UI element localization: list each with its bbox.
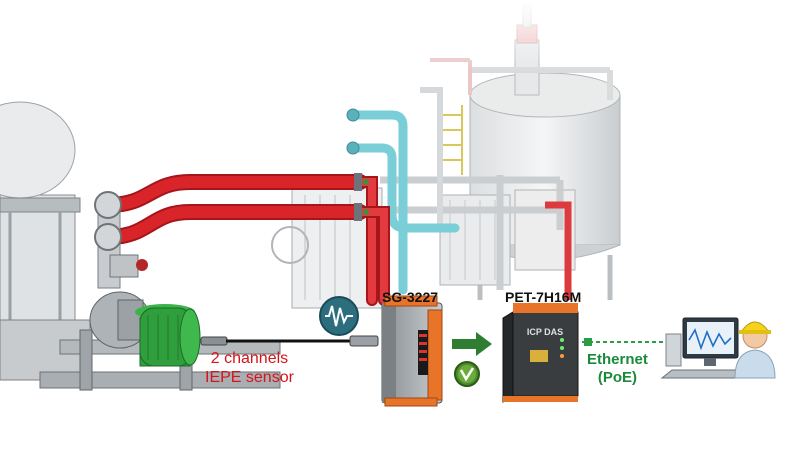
ethernet-line1: Ethernet — [587, 351, 648, 368]
iepe-sensor-label: 2 channels IEPE sensor — [205, 349, 294, 387]
sg-3227-module — [381, 295, 443, 407]
left-machinery — [0, 101, 281, 391]
check-badge-icon — [454, 361, 480, 387]
ethernet-cable — [582, 338, 672, 346]
svg-text:ICP DAS: ICP DAS — [527, 327, 563, 337]
motor — [135, 304, 201, 367]
right-arrow-icon — [452, 332, 492, 356]
iepe-sensor-line2: IEPE sensor — [205, 369, 294, 386]
pet-7h16m-module: ICP DAS — [502, 303, 579, 403]
ethernet-label: Ethernet (PoE) — [587, 351, 648, 387]
pet-7h16m-label: PET-7H16M — [505, 289, 582, 305]
sg-3227-label: SG-3227 — [382, 289, 439, 305]
plant-background — [0, 0, 787, 309]
monitor-icon — [660, 317, 747, 379]
pipe-flanges — [354, 173, 369, 221]
ethernet-line2: (PoE) — [597, 369, 637, 386]
sensor-cable — [200, 335, 379, 347]
operator-icon — [734, 321, 776, 379]
iepe-sensor-line1: 2 channels — [210, 350, 289, 367]
waveform-icon — [319, 296, 359, 336]
